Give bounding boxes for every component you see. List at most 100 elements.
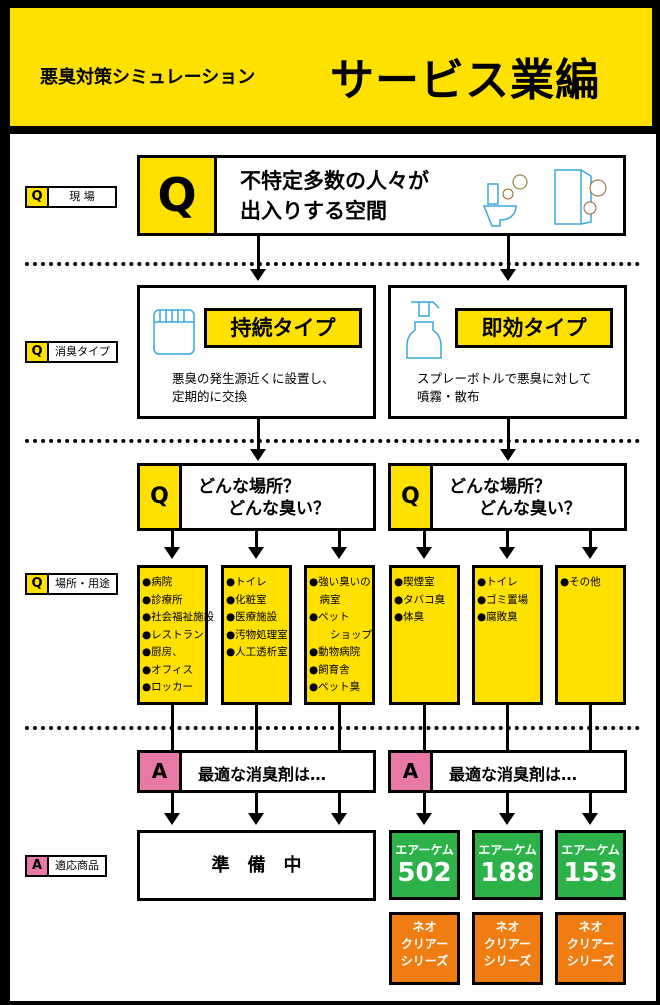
arrow-down-icon <box>248 813 264 825</box>
a-badge: A <box>391 753 433 790</box>
spray-bottle-icon <box>406 301 442 359</box>
neo-line: シリーズ <box>400 954 449 968</box>
place-item: ●診療所 <box>142 593 183 606</box>
desc-line: 噴霧・散布 <box>417 389 480 404</box>
connector <box>507 419 510 449</box>
place-item: ●ペット臭 <box>309 681 361 693</box>
neo-clear-series[interactable]: ネオクリアーシリーズ <box>389 912 460 985</box>
line2: 出入りする空間 <box>240 199 387 223</box>
connector <box>171 793 174 813</box>
place-list: ●トイレ●ゴミ置場●腐敗臭 <box>472 565 543 705</box>
arrow-down-icon <box>500 269 516 281</box>
type-description: 悪臭の発生源近くに設置し、定期的に交換 <box>172 370 335 406</box>
answer-text: 最適な消臭剤は… <box>449 765 578 784</box>
place-item: ●トイレ <box>226 576 267 588</box>
connector <box>255 531 258 547</box>
gel-container-icon <box>153 309 195 355</box>
place-item: ショップ <box>309 628 372 641</box>
place-item: ●オフィス <box>142 663 193 676</box>
connector <box>338 531 341 547</box>
neo-clear-series[interactable]: ネオクリアーシリーズ <box>472 912 543 985</box>
q-badge: Q <box>140 466 182 528</box>
type-label: 即効タイプ <box>455 308 613 348</box>
connector <box>589 793 592 813</box>
answer-box: A 最適な消臭剤は… <box>388 750 627 793</box>
connector <box>506 531 509 547</box>
answer-box: A 最適な消臭剤は… <box>137 750 376 793</box>
neo-line: クリアー <box>483 937 532 951</box>
place-question-text: どんな場所？どんな臭い？ <box>198 476 330 520</box>
place-list: ●病院 ●診療所 ●社会福祉施設 ●レストラン ●厨房、 ●オフィス ●ロッカー <box>137 565 215 705</box>
arrow-down-icon <box>250 269 266 281</box>
arrow-down-icon <box>499 547 515 559</box>
answer-text: 最適な消臭剤は… <box>198 765 327 784</box>
connector <box>506 793 509 813</box>
arrow-down-icon <box>248 547 264 559</box>
place-item: 病室 <box>309 593 341 606</box>
place-item: ●レストラン <box>142 628 204 641</box>
place-question-text: どんな場所？どんな臭い？ <box>449 476 581 520</box>
place-item: ●ロッカー <box>142 681 194 693</box>
product-number: 502 <box>397 858 452 888</box>
connector <box>171 705 174 750</box>
connector <box>589 705 592 750</box>
place-item: ●タバコ臭 <box>394 593 446 606</box>
site-question-box: Q 不特定多数の人々が 出入りする空間 <box>137 155 626 236</box>
site-question-text: 不特定多数の人々が 出入りする空間 <box>240 166 429 226</box>
q-badge: Q <box>140 158 217 233</box>
place-item: ●汚物処理室 <box>226 628 288 641</box>
side-label-text: 現 場 <box>69 190 95 203</box>
toilet-door-odor-icon <box>482 169 607 227</box>
desc-line: スプレーボトルで悪臭に対して <box>417 371 592 386</box>
side-label-text: 場所・用途 <box>55 577 110 590</box>
arrow-down-icon <box>499 813 515 825</box>
place-list: ●喫煙室 ●タバコ臭 ●体臭 <box>389 565 460 705</box>
product-series: エアーケム <box>561 843 620 857</box>
q-badge: Q <box>27 343 49 361</box>
arrow-down-icon <box>331 813 347 825</box>
place-item: ●喫煙室 <box>394 576 435 588</box>
line1: 不特定多数の人々が <box>240 169 429 193</box>
connector <box>507 236 510 269</box>
q-badge: Q <box>391 466 433 528</box>
neo-line: ネオ <box>495 920 520 934</box>
line2: どんな臭い？ <box>479 499 581 519</box>
place-item: ●厨房、 <box>142 646 183 658</box>
place-list: ●その他 <box>555 565 626 705</box>
line1: どんな場所？ <box>449 477 551 497</box>
connector <box>171 531 174 547</box>
place-item: ●ペット <box>309 611 350 623</box>
header-title: サービス業編 <box>330 55 600 106</box>
connector <box>257 419 260 449</box>
header-subtitle: 悪臭対策シミュレーション <box>40 67 256 88</box>
product-series: エアーケム <box>395 843 454 857</box>
type-box-immediate: 即効タイプ スプレーボトルで悪臭に対して噴霧・散布 <box>388 285 627 419</box>
arrow-down-icon <box>331 547 347 559</box>
neo-line: クリアー <box>400 937 449 951</box>
place-question-box: Q どんな場所？どんな臭い？ <box>388 463 627 531</box>
desc-line: 悪臭の発生源近くに設置し、 <box>172 371 335 386</box>
connector <box>338 793 341 813</box>
place-item: ●病院 <box>142 576 173 588</box>
place-list: ●トイレ●化粧室●医療施設●汚物処理室●人工透析室 <box>221 565 292 705</box>
type-box-sustained: 持続タイプ 悪臭の発生源近くに設置し、定期的に交換 <box>137 285 376 419</box>
neo-clear-series[interactable]: ネオクリアーシリーズ <box>555 912 626 985</box>
connector <box>423 705 426 750</box>
header: 悪臭対策シミュレーション サービス業編 <box>0 0 660 134</box>
place-item: ●腐敗臭 <box>477 611 518 623</box>
a-badge: A <box>27 857 49 875</box>
arrow-down-icon <box>416 813 432 825</box>
connector <box>423 531 426 547</box>
connector <box>338 705 341 750</box>
place-item: ●社会福祉施設 <box>142 611 215 623</box>
place-item: ●人工透析室 <box>226 646 288 658</box>
place-list: ●強い臭いの 病室●ペット ショップ●動物病院●飼育舎●ペット臭 <box>304 565 375 705</box>
neo-line: ネオ <box>412 920 437 934</box>
place-item: ●体臭 <box>394 611 425 623</box>
